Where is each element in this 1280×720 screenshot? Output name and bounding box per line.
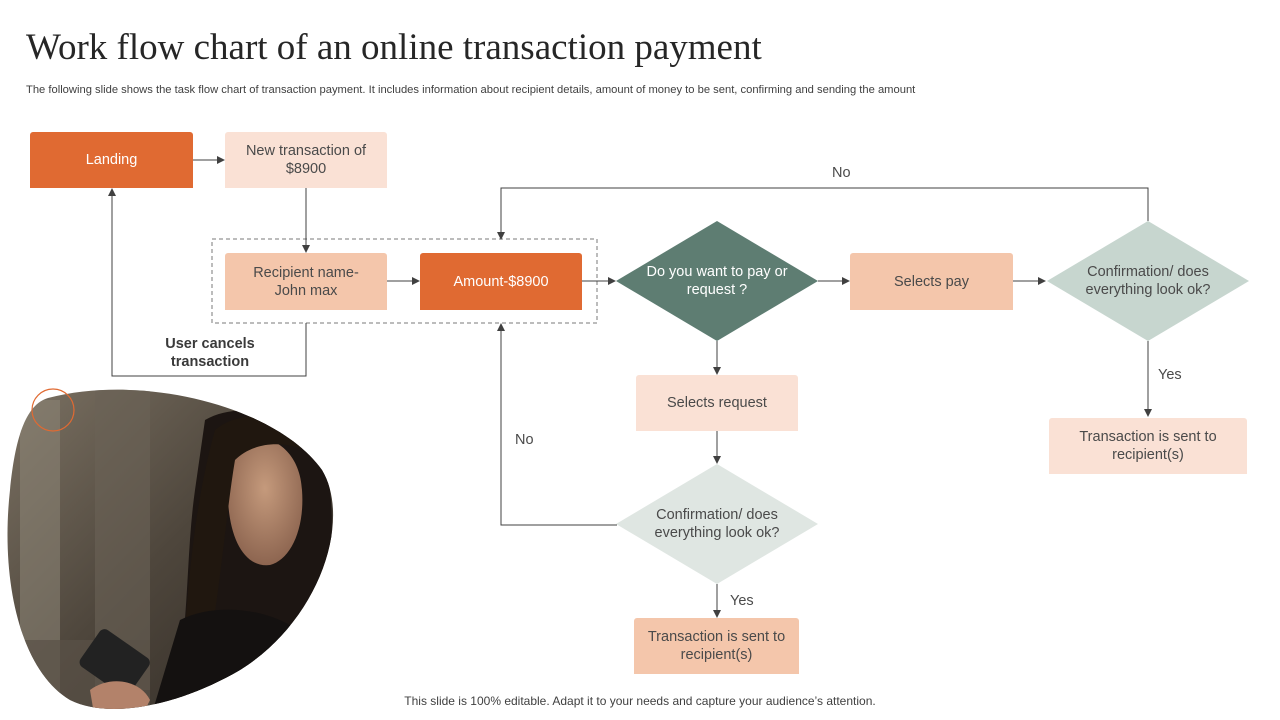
footer-note: This slide is 100% editable. Adapt it to… xyxy=(404,694,876,708)
person-photo xyxy=(7,389,334,709)
selects-pay-node: Selects pay xyxy=(850,253,1013,310)
confirm-bottom-diamond xyxy=(616,464,818,584)
confirm-top-diamond xyxy=(1047,221,1249,341)
page-title: Work flow chart of an online transaction… xyxy=(26,27,762,68)
pay-or-request-diamond xyxy=(616,221,818,341)
page-subtitle: The following slide shows the task flow … xyxy=(26,84,916,96)
confirm-top-text: Confirmation/ does everything look ok? xyxy=(1085,264,1211,298)
yes-bottom-label: Yes xyxy=(730,593,754,609)
amount-node: Amount-$8900 xyxy=(420,253,582,310)
decorative-ring xyxy=(31,388,75,432)
sent-bottom-node: Transaction is sent to recipient(s) xyxy=(634,618,799,674)
yes-right-label: Yes xyxy=(1158,367,1182,383)
no-left-label: No xyxy=(515,432,534,448)
recipient-node: Recipient name- John max xyxy=(225,253,387,310)
user-cancels-label: User cancels transaction xyxy=(165,336,255,370)
pay-or-request-text: Do you want to pay or request ? xyxy=(646,264,788,298)
selects-request-node: Selects request xyxy=(636,375,798,431)
landing-node: Landing xyxy=(30,132,193,188)
sent-top-node: Transaction is sent to recipient(s) xyxy=(1049,418,1247,474)
no-top-label: No xyxy=(832,165,851,181)
confirm-bottom-text: Confirmation/ does everything look ok? xyxy=(654,507,780,541)
new-transaction-node: New transaction of $8900 xyxy=(225,132,387,188)
